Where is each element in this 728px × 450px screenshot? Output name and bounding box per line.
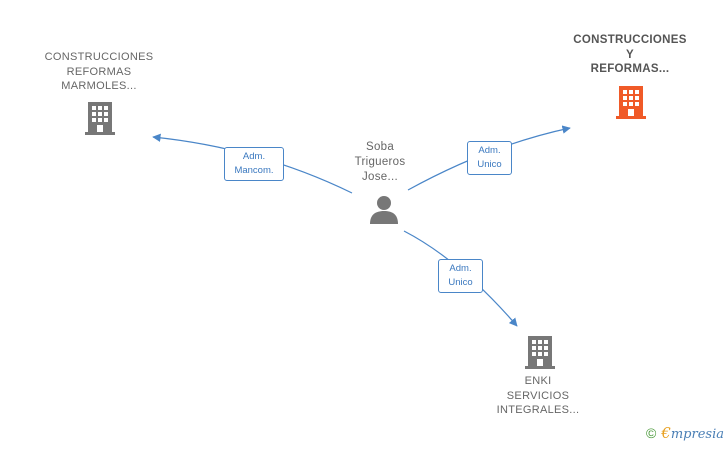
edge-label-line: Adm.: [478, 145, 501, 156]
building-icon[interactable]: [84, 100, 116, 136]
edge-label-to-right[interactable]: Adm. Unico: [467, 141, 512, 175]
company-bottom-line: ENKI: [524, 375, 552, 387]
brand-logo-initial: €: [661, 424, 671, 442]
company-left-line: MARMOLES...: [61, 80, 137, 92]
brand-logo: €mpresia: [661, 424, 724, 442]
person-icon[interactable]: [368, 194, 400, 226]
company-bottom-line: SERVICIOS: [506, 389, 570, 402]
edge-label-to-bottom[interactable]: Adm. Unico: [438, 259, 483, 293]
edge-label-line: Unico: [448, 277, 473, 288]
edge-label-line: Adm.: [242, 151, 266, 162]
company-left-label[interactable]: CONSTRUCCIONES REFORMAS MARMOLES...: [34, 50, 164, 94]
company-right-line: REFORMAS...: [590, 63, 670, 75]
building-icon[interactable]: [524, 334, 556, 370]
brand-logo-text: mpresia: [670, 427, 724, 442]
edge-label-line: Unico: [477, 159, 502, 170]
company-right-label[interactable]: CONSTRUCCIONES Y REFORMAS...: [560, 33, 700, 77]
company-bottom-line: INTEGRALES...: [496, 404, 580, 416]
copyright-icon: ©: [645, 425, 657, 441]
company-right-line: CONSTRUCCIONES: [573, 34, 687, 46]
footer-brand: © €mpresia: [646, 424, 724, 442]
person-line: Trigueros: [354, 156, 406, 168]
edge-label-line: Mancom.: [234, 165, 274, 176]
person-line: Soba: [365, 141, 395, 153]
company-right-line: Y: [626, 48, 634, 61]
company-left-line: REFORMAS: [66, 65, 132, 78]
edge-label-line: Adm.: [449, 263, 472, 274]
person-line: Jose...: [362, 171, 398, 183]
company-left-line: CONSTRUCCIONES: [44, 51, 154, 63]
company-bottom-label[interactable]: ENKI SERVICIOS INTEGRALES...: [478, 374, 598, 418]
building-icon[interactable]: [615, 84, 647, 120]
person-label[interactable]: Soba Trigueros Jose...: [330, 140, 430, 185]
edge-label-to-left[interactable]: Adm. Mancom.: [224, 147, 284, 181]
